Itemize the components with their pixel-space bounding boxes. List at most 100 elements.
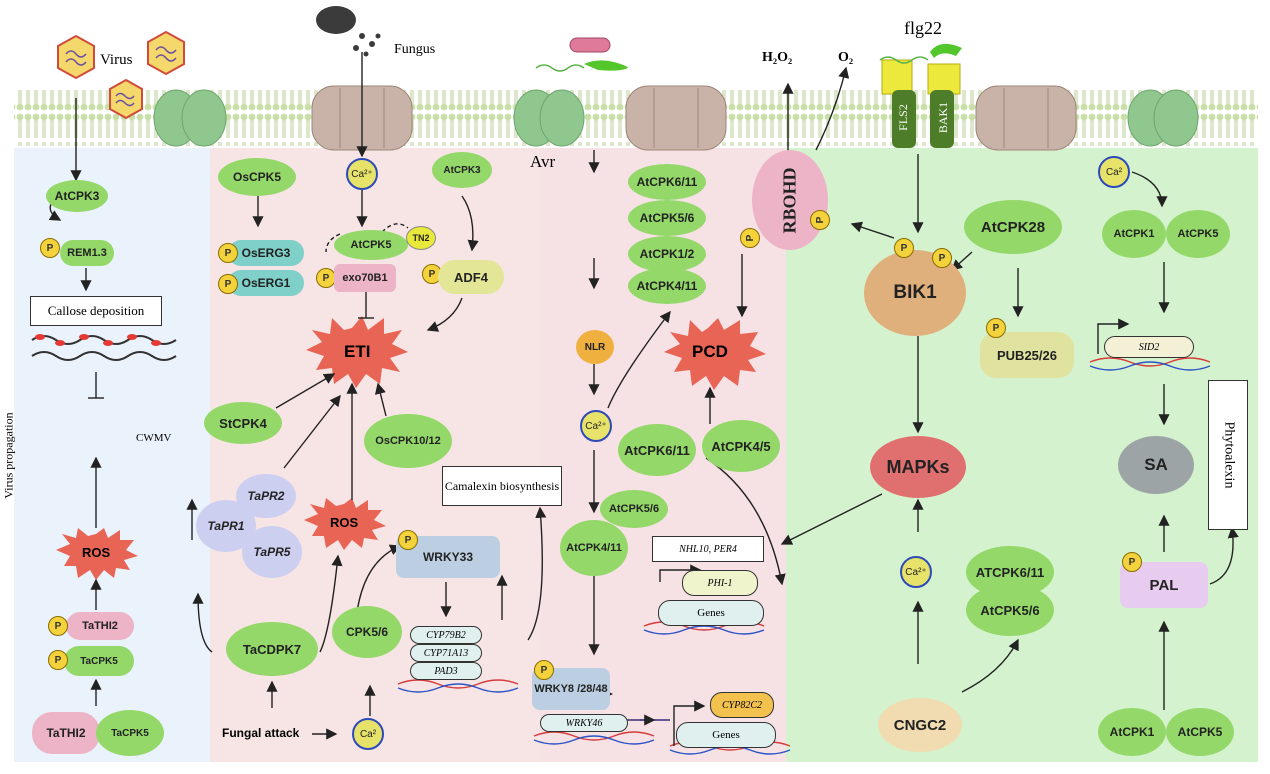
atcpk411-top: AtCPK4/11 xyxy=(628,268,706,304)
ros-burst-fungus xyxy=(304,498,386,550)
dna-helix xyxy=(397,357,1211,755)
atcpk3-virus: AtCPK3 xyxy=(46,180,108,212)
nhl10-per4-box: NHL10, PER4 xyxy=(652,536,764,562)
tathi2-node-top: TaTHI2 xyxy=(66,612,134,640)
phospho-icon: P xyxy=(48,650,68,670)
atcpk45-node: AtCPK4/5 xyxy=(702,420,780,472)
rbohd-node: RBOHD xyxy=(752,150,828,250)
gene-cyp71a13: CYP71A13 xyxy=(410,644,482,662)
pub2526-node: PUB25/26 xyxy=(980,332,1074,378)
calcium-ion-top-right: Ca² xyxy=(1098,156,1130,188)
bacterium-icon xyxy=(535,37,628,72)
atcpk56-top: AtCPK5/6 xyxy=(628,200,706,236)
callose-deposition-box: Callose deposition xyxy=(30,296,162,326)
cwmv-label: CWMV xyxy=(136,432,172,444)
oscpk5-node: OsCPK5 xyxy=(218,158,296,196)
calcium-ion-fungus: Ca²⁺ xyxy=(346,158,378,190)
gene-sid2: SID2 xyxy=(1104,336,1194,358)
phospho-icon: P xyxy=(48,616,68,636)
fls2-receptor-ecd xyxy=(881,59,913,95)
atcpk5-fungus: AtCPK5 xyxy=(334,230,408,260)
exo70b1-node: exo70B1 xyxy=(334,264,396,292)
phytoalexin-box: Phytoalexin xyxy=(1208,380,1248,530)
phospho-icon: P xyxy=(740,228,760,248)
phospho-icon: P xyxy=(986,318,1006,338)
h2o2-label: H₂O₂ xyxy=(762,50,793,65)
ros-fungus-label: ROS xyxy=(330,515,359,530)
channel-green-2 xyxy=(513,89,585,147)
cpk56-fungus: CPK5/6 xyxy=(332,606,402,658)
atcpk12-node: AtCPK1/2 xyxy=(628,236,706,272)
genes-box-top: Genes xyxy=(658,600,764,626)
o2-label: O₂ xyxy=(838,50,854,65)
virus-particle-icon xyxy=(57,34,95,80)
bak1-label: BAK1 xyxy=(936,101,951,134)
atcpk5-top: AtCPK5 xyxy=(1166,210,1230,258)
fungus-label: Fungus xyxy=(394,42,436,57)
tn2-node: TN2 xyxy=(406,226,436,250)
phospho-icon: P xyxy=(40,238,60,258)
oserg3-node: OsERG3 xyxy=(228,240,304,266)
ros-burst-virus xyxy=(56,528,138,580)
gene-cyp82c2: CYP82C2 xyxy=(710,692,774,718)
eti-label: ETI xyxy=(344,342,371,361)
flg22-icon xyxy=(879,43,962,64)
tapr5-node: TaPR5 xyxy=(242,526,302,578)
calcium-ion-bacteria: Ca²⁺ xyxy=(580,410,612,442)
atcpk56-plant: AtCPK5/6 xyxy=(966,584,1054,636)
phospho-icon: P xyxy=(894,238,914,258)
phospho-icon: P xyxy=(932,248,952,268)
atcpk3-fungus: AtCPK3 xyxy=(432,152,492,188)
virus-particle-icon xyxy=(109,78,143,120)
calcium-ion-plant: Ca²⁺ xyxy=(900,556,932,588)
cngc2-node: CNGC2 xyxy=(878,698,962,752)
gene-cyp79b2: CYP79B2 xyxy=(410,626,482,644)
atcpk56-bottom: AtCPK5/6 xyxy=(600,490,668,528)
stcpk4-node: StCPK4 xyxy=(204,402,282,444)
tacdpk7-node: TaCDPK7 xyxy=(226,622,318,676)
phospho-icon: P xyxy=(218,274,238,294)
oserg1-node: OsERG1 xyxy=(228,270,304,296)
tathi2-node-bottom: TaTHI2 xyxy=(32,712,100,754)
atcpk411-bottom: AtCPK4/11 xyxy=(560,520,628,576)
atcpk611-top: AtCPK6/11 xyxy=(628,164,706,200)
gene-wrky46: WRKY46 xyxy=(540,714,628,732)
phospho-icon: P xyxy=(810,210,830,230)
tacpk5-node-top: TaCPK5 xyxy=(64,646,134,676)
fungal-attack-label: Fungal attack xyxy=(222,726,300,740)
calcium-ion-fungal-attack: Ca² xyxy=(352,718,384,750)
genes-box-bottom: Genes xyxy=(676,722,776,748)
phospho-icon: P xyxy=(1122,552,1142,572)
phospho-icon: P xyxy=(398,530,418,550)
rbohd-label: RBOHD xyxy=(779,166,800,234)
pcd-label: PCD xyxy=(692,342,728,361)
sa-node: SA xyxy=(1118,436,1194,494)
phospho-icon: P xyxy=(218,243,238,263)
phospho-icon: P xyxy=(534,660,554,680)
channel-brown-3 xyxy=(975,85,1077,151)
fls2-receptor xyxy=(892,90,916,148)
gene-phi1: PHI-1 xyxy=(682,570,758,596)
pcd-burst xyxy=(664,318,766,390)
eti-burst xyxy=(306,316,408,388)
channel-green-3 xyxy=(1127,89,1199,147)
rem13-node: REM1.3 xyxy=(60,240,114,266)
flg22-label: flg22 xyxy=(904,18,942,38)
tapr2-label: TaPR2 xyxy=(247,489,285,503)
bak1-receptor-ecd xyxy=(927,63,961,95)
mapks-node: MAPKs xyxy=(870,436,966,498)
gene-pad3: PAD3 xyxy=(410,662,482,680)
atcpk28-node: AtCPK28 xyxy=(964,200,1062,254)
phospho-icon: P xyxy=(316,268,336,288)
virus-label: Virus xyxy=(100,52,133,68)
virus-particle-icon xyxy=(147,30,185,76)
avr-label: Avr xyxy=(530,152,556,171)
adf4-node: ADF4 xyxy=(438,260,504,294)
oscpk1012-node: OsCPK10/12 xyxy=(364,414,452,468)
channel-green-1 xyxy=(153,89,227,147)
virus-propagation-label: Virus propagation xyxy=(1,412,16,499)
bak1-receptor xyxy=(930,90,954,148)
atcpk1-bottom: AtCPK1 xyxy=(1098,708,1166,756)
fungus-icon xyxy=(316,6,381,57)
channel-brown-2 xyxy=(625,85,727,151)
